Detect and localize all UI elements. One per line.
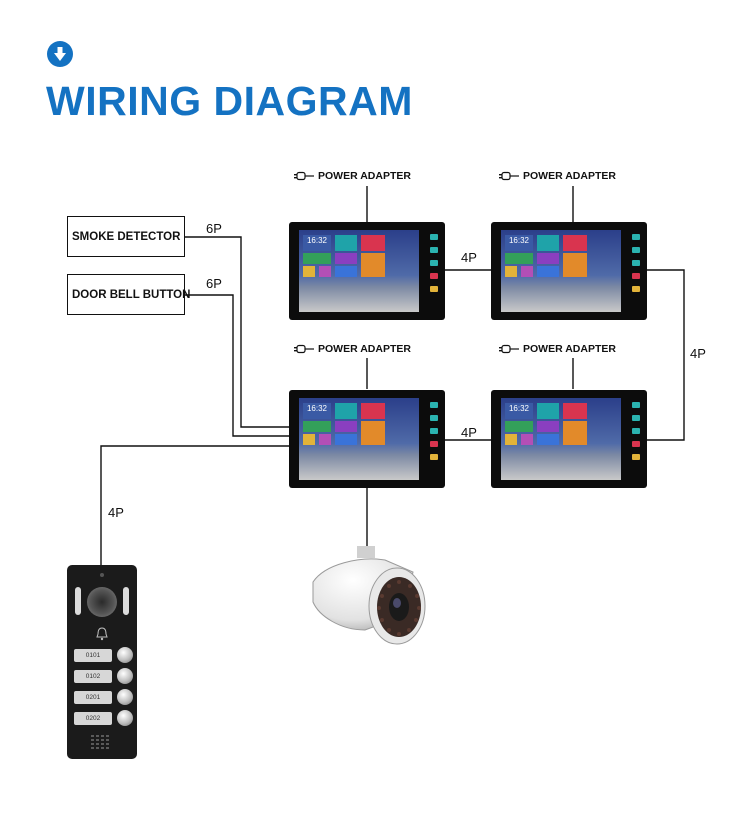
power-adapter-bottom-right: POWER ADAPTER bbox=[499, 343, 616, 355]
name-plate-0102: 0102 bbox=[74, 670, 112, 683]
smoke-detector-cable-label: 6P bbox=[206, 221, 222, 236]
top-monitors-link-label: 4P bbox=[461, 250, 477, 265]
power-adapter-label: POWER ADAPTER bbox=[318, 343, 411, 355]
monitor-time: 16:32 bbox=[303, 403, 331, 419]
call-button-0201[interactable] bbox=[117, 689, 133, 705]
call-button-0202[interactable] bbox=[117, 710, 133, 726]
power-adapter-top-left: POWER ADAPTER bbox=[294, 170, 411, 182]
ir-light-right bbox=[123, 587, 129, 615]
right-vertical-link-label: 4P bbox=[690, 346, 706, 361]
monitor-screen: 16:32 bbox=[501, 230, 621, 312]
power-adapter-label: POWER ADAPTER bbox=[523, 343, 616, 355]
monitor-time: 16:32 bbox=[505, 403, 533, 419]
name-plate-0201: 0201 bbox=[74, 691, 112, 704]
door-bell-cable-label: 6P bbox=[206, 276, 222, 291]
page-title: WIRING DIAGRAM bbox=[46, 78, 413, 124]
outdoor-station-link-label: 4P bbox=[108, 505, 124, 520]
arrow-down-circle-icon bbox=[47, 41, 73, 67]
outdoor-door-station: 0101 0102 0201 0202 bbox=[67, 565, 137, 759]
door-bell-button-box: DOOR BELL BUTTON bbox=[67, 274, 190, 315]
power-adapter-top-right: POWER ADAPTER bbox=[499, 170, 616, 182]
smoke-detector-box: SMOKE DETECTOR bbox=[67, 216, 185, 257]
microphone-hole bbox=[100, 573, 104, 577]
indoor-monitor-bottom-left: 16:32 bbox=[289, 390, 445, 488]
monitor-side-buttons bbox=[630, 402, 642, 476]
name-plate-0202: 0202 bbox=[74, 712, 112, 725]
camera-lens-icon bbox=[87, 587, 117, 617]
indoor-monitor-top-right: 16:32 bbox=[491, 222, 647, 320]
speaker-grille-icon bbox=[91, 735, 109, 749]
power-adapter-bottom-left: POWER ADAPTER bbox=[294, 343, 411, 355]
bullet-camera-icon bbox=[312, 546, 426, 645]
monitor-time: 16:32 bbox=[505, 235, 533, 251]
power-adapter-label: POWER ADAPTER bbox=[318, 170, 411, 182]
bell-icon bbox=[96, 627, 108, 641]
monitor-screen: 16:32 bbox=[501, 398, 621, 480]
indoor-monitor-top-left: 16:32 bbox=[289, 222, 445, 320]
monitor-time: 16:32 bbox=[303, 235, 331, 251]
monitor-side-buttons bbox=[630, 234, 642, 308]
name-plate-0101: 0101 bbox=[74, 649, 112, 662]
plug-icon bbox=[499, 344, 519, 354]
plug-icon bbox=[499, 171, 519, 181]
indoor-monitor-bottom-right: 16:32 bbox=[491, 390, 647, 488]
bottom-monitors-link-label: 4P bbox=[461, 425, 477, 440]
monitor-side-buttons bbox=[428, 234, 440, 308]
call-button-0102[interactable] bbox=[117, 668, 133, 684]
ir-light-left bbox=[75, 587, 81, 615]
monitor-side-buttons bbox=[428, 402, 440, 476]
monitor-screen: 16:32 bbox=[299, 230, 419, 312]
power-adapter-label: POWER ADAPTER bbox=[523, 170, 616, 182]
monitor-screen: 16:32 bbox=[299, 398, 419, 480]
plug-icon bbox=[294, 344, 314, 354]
plug-icon bbox=[294, 171, 314, 181]
call-button-0101[interactable] bbox=[117, 647, 133, 663]
